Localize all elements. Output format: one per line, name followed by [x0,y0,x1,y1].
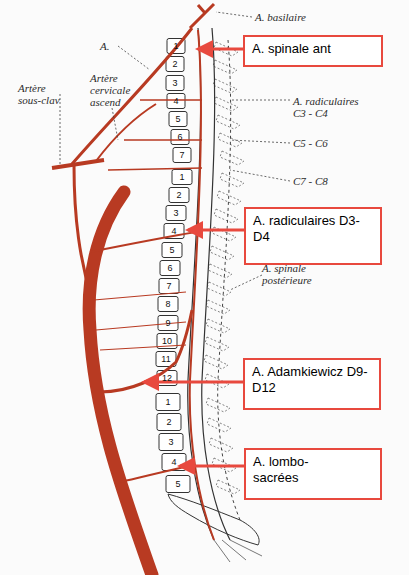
callout-arrow [180,465,244,468]
vertebra-number: 10 [155,336,179,346]
vertebra-number: 7 [157,281,181,291]
spinous-process [216,115,240,129]
spinous-process [204,355,228,369]
callout-box: A. Adamkiewicz D9-D12 [243,358,381,410]
vertebra-number: 9 [156,318,180,328]
vertebra-number: 5 [166,114,190,124]
vertebra-number: 11 [154,354,178,364]
vertebral-artery [72,28,192,164]
artery-label: C5 - C6 [293,137,328,149]
spinous-process [206,319,230,333]
callout-text: A. radiculaires D3-D4 [253,213,373,245]
artery-label: A. [100,40,109,52]
artery-label: Artère sous-clav [18,82,66,106]
spinous-process [213,79,237,93]
spinal-cord-back [202,28,230,540]
spinous-process [207,282,231,296]
vertebra-number: 4 [162,457,186,467]
callout-arrow [144,381,243,384]
spinous-process [214,97,238,111]
spinous-process [213,60,237,74]
spinous-process [220,173,244,187]
spinal-cord-front [188,28,214,540]
vertebra-number: 1 [156,397,180,407]
vertebral-body [159,434,183,451]
radicular-artery-d3 [90,232,196,252]
vertebra-number: 3 [159,437,183,447]
anterior-spinal-artery [190,30,214,540]
vertebra-number: 7 [170,150,194,160]
callout-text: A. lombo-sacrées [253,454,331,486]
spinous-process [210,246,234,260]
vertebra-number: 6 [168,132,192,142]
callout-text: A. Adamkiewicz D9-D12 [252,364,372,396]
vertebra-number: 5 [160,245,184,255]
vertebra-number: 4 [164,96,188,106]
posterior-spinal-artery [218,40,240,520]
spinous-process [209,438,233,452]
cervical-radicular-arteries [108,100,202,170]
vertebral-body [157,414,181,431]
basilar-artery [190,4,214,28]
artery-label: A. basilaire [255,11,306,23]
vertebral-body [156,394,180,411]
vertebra-number: 1 [164,41,188,51]
vertebra-number: 3 [164,208,188,218]
spinous-process [220,151,244,165]
artery-label: A. spinale postérieure [262,262,324,286]
callout-arrow [198,48,243,51]
vertebra-number: 4 [162,226,186,236]
spinous-process [214,209,238,223]
cauda-equina [214,540,262,562]
callout-box: A. spinale ant [243,35,383,67]
vertebral-body [166,476,190,493]
vertebra-number: 6 [158,263,182,273]
spinous-process [206,300,230,314]
adamkiewicz-artery [100,310,192,392]
callout-text: A. spinale ant [252,41,376,57]
artery-label: Artère cervicale ascend [90,72,140,108]
callout-box: A. lombo-sacrées [244,448,382,500]
spinous-process [205,337,229,351]
vertebra-number: 2 [167,190,191,200]
artery-label: C7 - C8 [293,175,328,187]
spinous-process [216,480,240,494]
vertebra-number: 2 [157,417,181,427]
vertebra-number: 5 [166,479,190,489]
spinous-process [208,264,232,278]
artery-label: A. radiculaires C3 - C4 [293,95,373,119]
vertebra-number: 12 [155,373,179,383]
intercostal-arteries [94,292,186,350]
vertebra-number: 1 [170,172,194,182]
callout-arrow [188,229,244,232]
vertebra-number: 2 [163,59,187,69]
callout-box: A. radiculaires D3-D4 [244,207,382,265]
vertebra-number: 3 [163,78,187,88]
vertebra-number: 8 [156,299,180,309]
ascending-cervical-artery [96,104,156,161]
